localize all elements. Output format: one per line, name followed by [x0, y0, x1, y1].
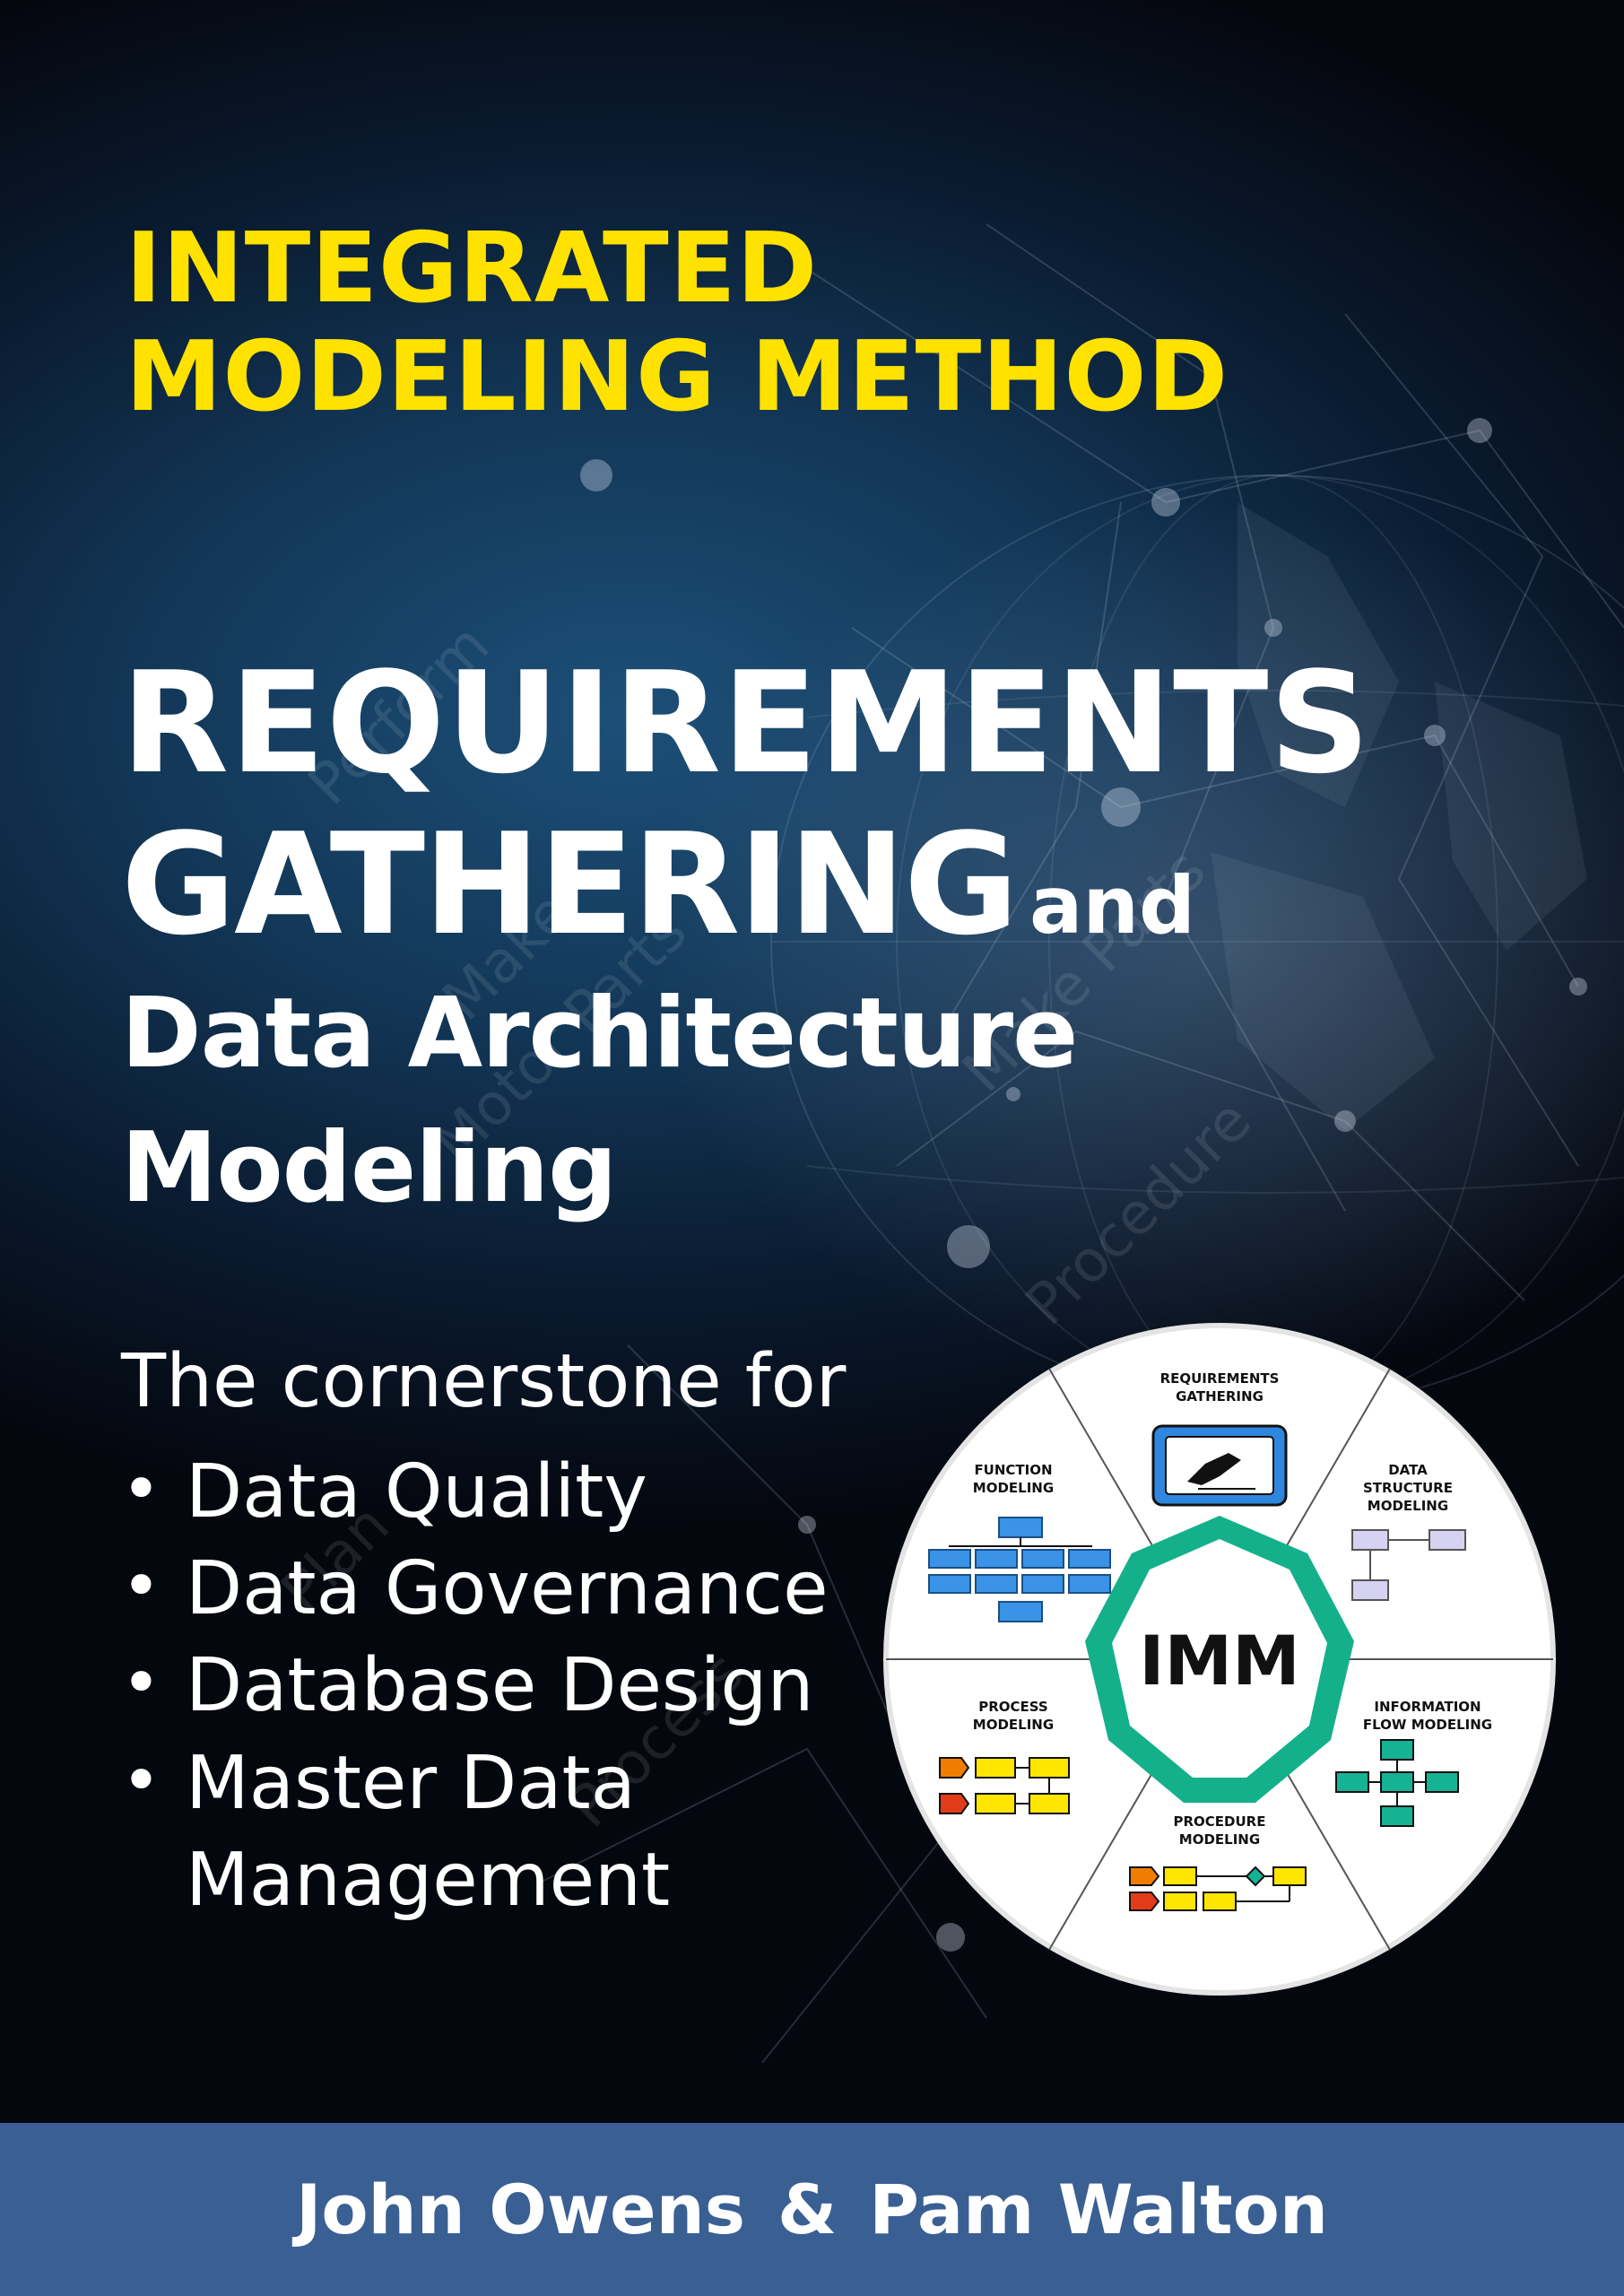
series-title-line: MODELING METHOD — [126, 320, 1229, 433]
authors-bar: John Owens & Pam Walton — [0, 2123, 1624, 2296]
author-name: Pam Walton — [869, 2170, 1328, 2249]
list-item: • Data Governance — [121, 1541, 847, 1638]
author-name: John Owens — [296, 2170, 745, 2249]
series-title-line: INTEGRATED — [126, 213, 819, 325]
book-title-word: GATHERING — [121, 803, 1019, 966]
bullet-icon: • — [121, 1448, 161, 1528]
list-item-label: Database Design — [186, 1643, 814, 1729]
book-subtitle-line-2: Modeling — [121, 1112, 617, 1224]
list-item-label: Data Governance — [186, 1546, 829, 1632]
purpose-list: • Data Quality • Data Governance • Database… — [121, 1444, 847, 1929]
bullet-icon: • — [121, 1545, 161, 1626]
series-title: INTEGRATED MODELING METHOD — [126, 213, 1229, 433]
purpose-intro: The cornerstone for — [121, 1339, 847, 1424]
wheel-dividers — [886, 1368, 1553, 1951]
list-item-label: Master Data — [186, 1740, 636, 1826]
book-title-connector: and — [1029, 859, 1196, 952]
procedure-flow-icon — [1129, 1866, 1307, 1911]
bullet-icon: • — [121, 1642, 161, 1723]
information-flow-icon — [1335, 1739, 1459, 1827]
imm-center-label: IMM — [1139, 1621, 1300, 1700]
author-separator: & — [777, 2170, 838, 2249]
data-structure-icon — [1351, 1529, 1466, 1601]
book-title-line-1: REQUIREMENTS — [121, 641, 1371, 804]
function-hierarchy-icon — [928, 1517, 1111, 1622]
list-item-label: Data Quality — [186, 1449, 647, 1535]
requirements-tablet-icon — [1151, 1424, 1288, 1507]
list-item: • Data Quality — [121, 1444, 847, 1541]
list-item-label-continuation: Management — [186, 1837, 671, 1923]
process-flow-icon — [939, 1757, 1070, 1814]
list-item: • Database Design — [121, 1638, 847, 1735]
book-subtitle-line-1: Data Architecture — [121, 978, 1078, 1090]
purpose-section: The cornerstone for •Data Quality •Data … — [121, 1345, 847, 1929]
bullet-icon: • — [121, 1739, 161, 1820]
